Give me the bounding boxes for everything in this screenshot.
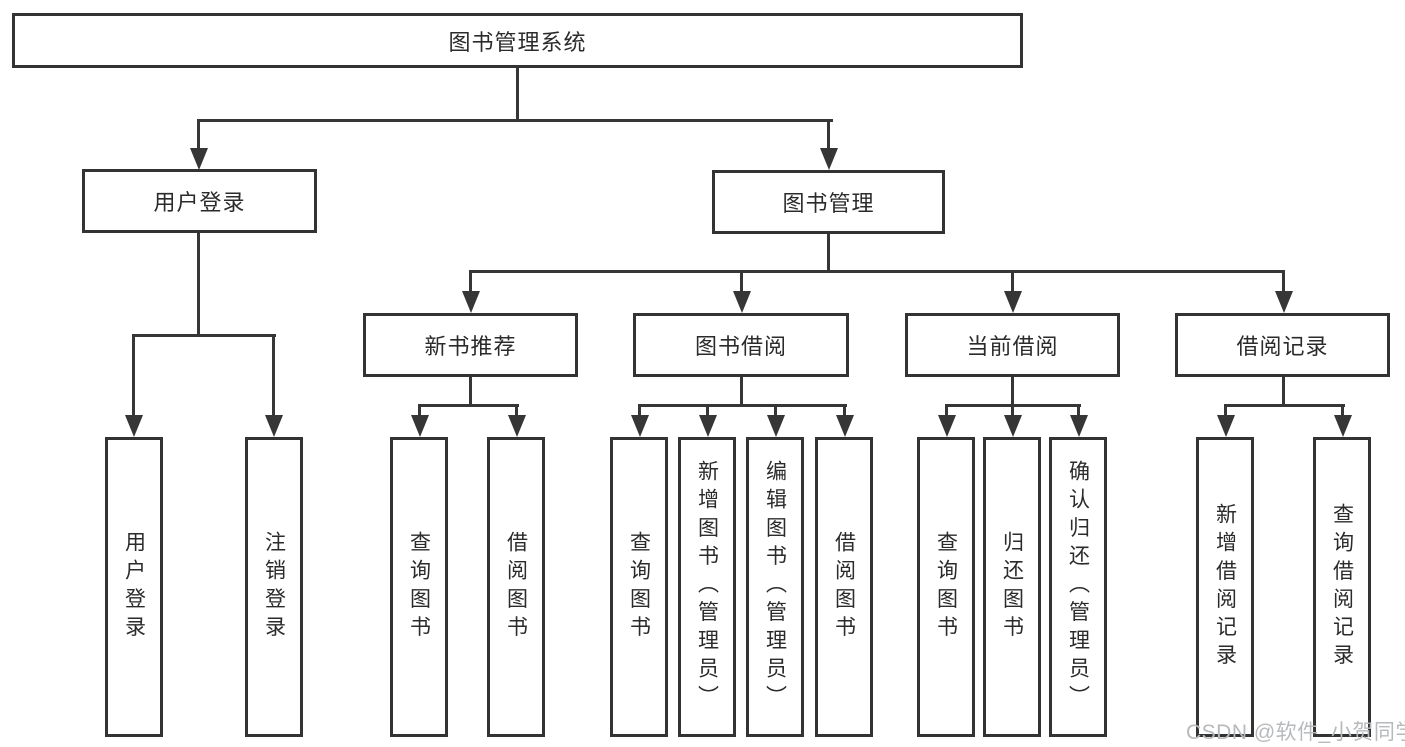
connector-line <box>1282 377 1285 407</box>
arrowhead-icon <box>508 415 526 437</box>
arrowhead-icon <box>836 415 854 437</box>
node-library-management-system: 图书管理系统 <box>12 13 1023 68</box>
connector-line <box>197 119 833 122</box>
connector-line <box>418 404 421 418</box>
node-leaf-query-books-recommend: 查询图书 <box>390 437 448 737</box>
connector-line <box>272 334 275 418</box>
arrowhead-icon <box>1070 415 1088 437</box>
arrowhead-icon <box>1004 415 1022 437</box>
connector-line <box>1224 404 1227 418</box>
connector-line <box>469 377 472 407</box>
connector-line <box>843 404 846 418</box>
connector-line <box>774 404 777 418</box>
node-current-borrowing: 当前借阅 <box>905 313 1120 377</box>
connector-line <box>1077 404 1080 418</box>
connector-line <box>740 270 743 294</box>
connector-line <box>638 404 847 407</box>
arrowhead-icon <box>265 415 283 437</box>
arrowhead-icon <box>190 148 208 170</box>
connector-line <box>1011 377 1014 407</box>
node-leaf-edit-books-admin: 编辑图书（管理员） <box>746 437 804 737</box>
node-book-management: 图书管理 <box>712 170 945 234</box>
arrowhead-icon <box>699 415 717 437</box>
node-leaf-add-books-admin: 新增图书（管理员） <box>678 437 736 737</box>
node-new-book-recommendation: 新书推荐 <box>363 313 578 377</box>
node-leaf-add-borrow-record: 新增借阅记录 <box>1196 437 1254 737</box>
arrowhead-icon <box>462 291 480 313</box>
arrowhead-icon <box>938 415 956 437</box>
arrowhead-icon <box>767 415 785 437</box>
connector-line <box>1282 270 1285 294</box>
node-leaf-query-books-borrowing: 查询图书 <box>610 437 668 737</box>
arrowhead-icon <box>1004 291 1022 313</box>
node-leaf-query-borrow-record: 查询借阅记录 <box>1313 437 1371 737</box>
arrowhead-icon <box>1217 415 1235 437</box>
connector-line <box>516 68 519 121</box>
arrowhead-icon <box>1275 291 1293 313</box>
node-leaf-return-books: 归还图书 <box>983 437 1041 737</box>
connector-line <box>197 119 200 151</box>
connector-line <box>418 404 519 407</box>
node-leaf-borrow-books: 借阅图书 <box>815 437 873 737</box>
node-borrowing-records: 借阅记录 <box>1175 313 1390 377</box>
connector-line <box>197 233 200 337</box>
node-leaf-borrow-books-recommend: 借阅图书 <box>487 437 545 737</box>
connector-line <box>1011 404 1014 418</box>
arrowhead-icon <box>631 415 649 437</box>
connector-line <box>469 270 472 294</box>
csdn-watermark: CSDN @软件_小贺同学 <box>1186 721 1405 744</box>
connector-line <box>1224 404 1345 407</box>
connector-line <box>132 334 135 418</box>
node-leaf-user-login: 用户登录 <box>105 437 163 737</box>
node-leaf-confirm-return-admin: 确认归还（管理员） <box>1049 437 1107 737</box>
connector-line <box>515 404 518 418</box>
node-user-login: 用户登录 <box>82 169 317 233</box>
connector-line <box>706 404 709 418</box>
arrowhead-icon <box>125 415 143 437</box>
connector-line <box>945 404 948 418</box>
connector-line <box>827 234 830 273</box>
node-leaf-logout: 注销登录 <box>245 437 303 737</box>
arrowhead-icon <box>1334 415 1352 437</box>
connector-line <box>1341 404 1344 418</box>
connector-line <box>469 270 1285 273</box>
connector-line <box>1011 270 1014 294</box>
connector-line <box>132 334 276 337</box>
connector-line <box>827 119 830 151</box>
connector-line <box>638 404 641 418</box>
arrowhead-icon <box>411 415 429 437</box>
arrowhead-icon <box>733 291 751 313</box>
connector-line <box>740 377 743 407</box>
node-book-borrowing: 图书借阅 <box>633 313 849 377</box>
arrowhead-icon <box>820 148 838 170</box>
node-leaf-query-books-current: 查询图书 <box>917 437 975 737</box>
